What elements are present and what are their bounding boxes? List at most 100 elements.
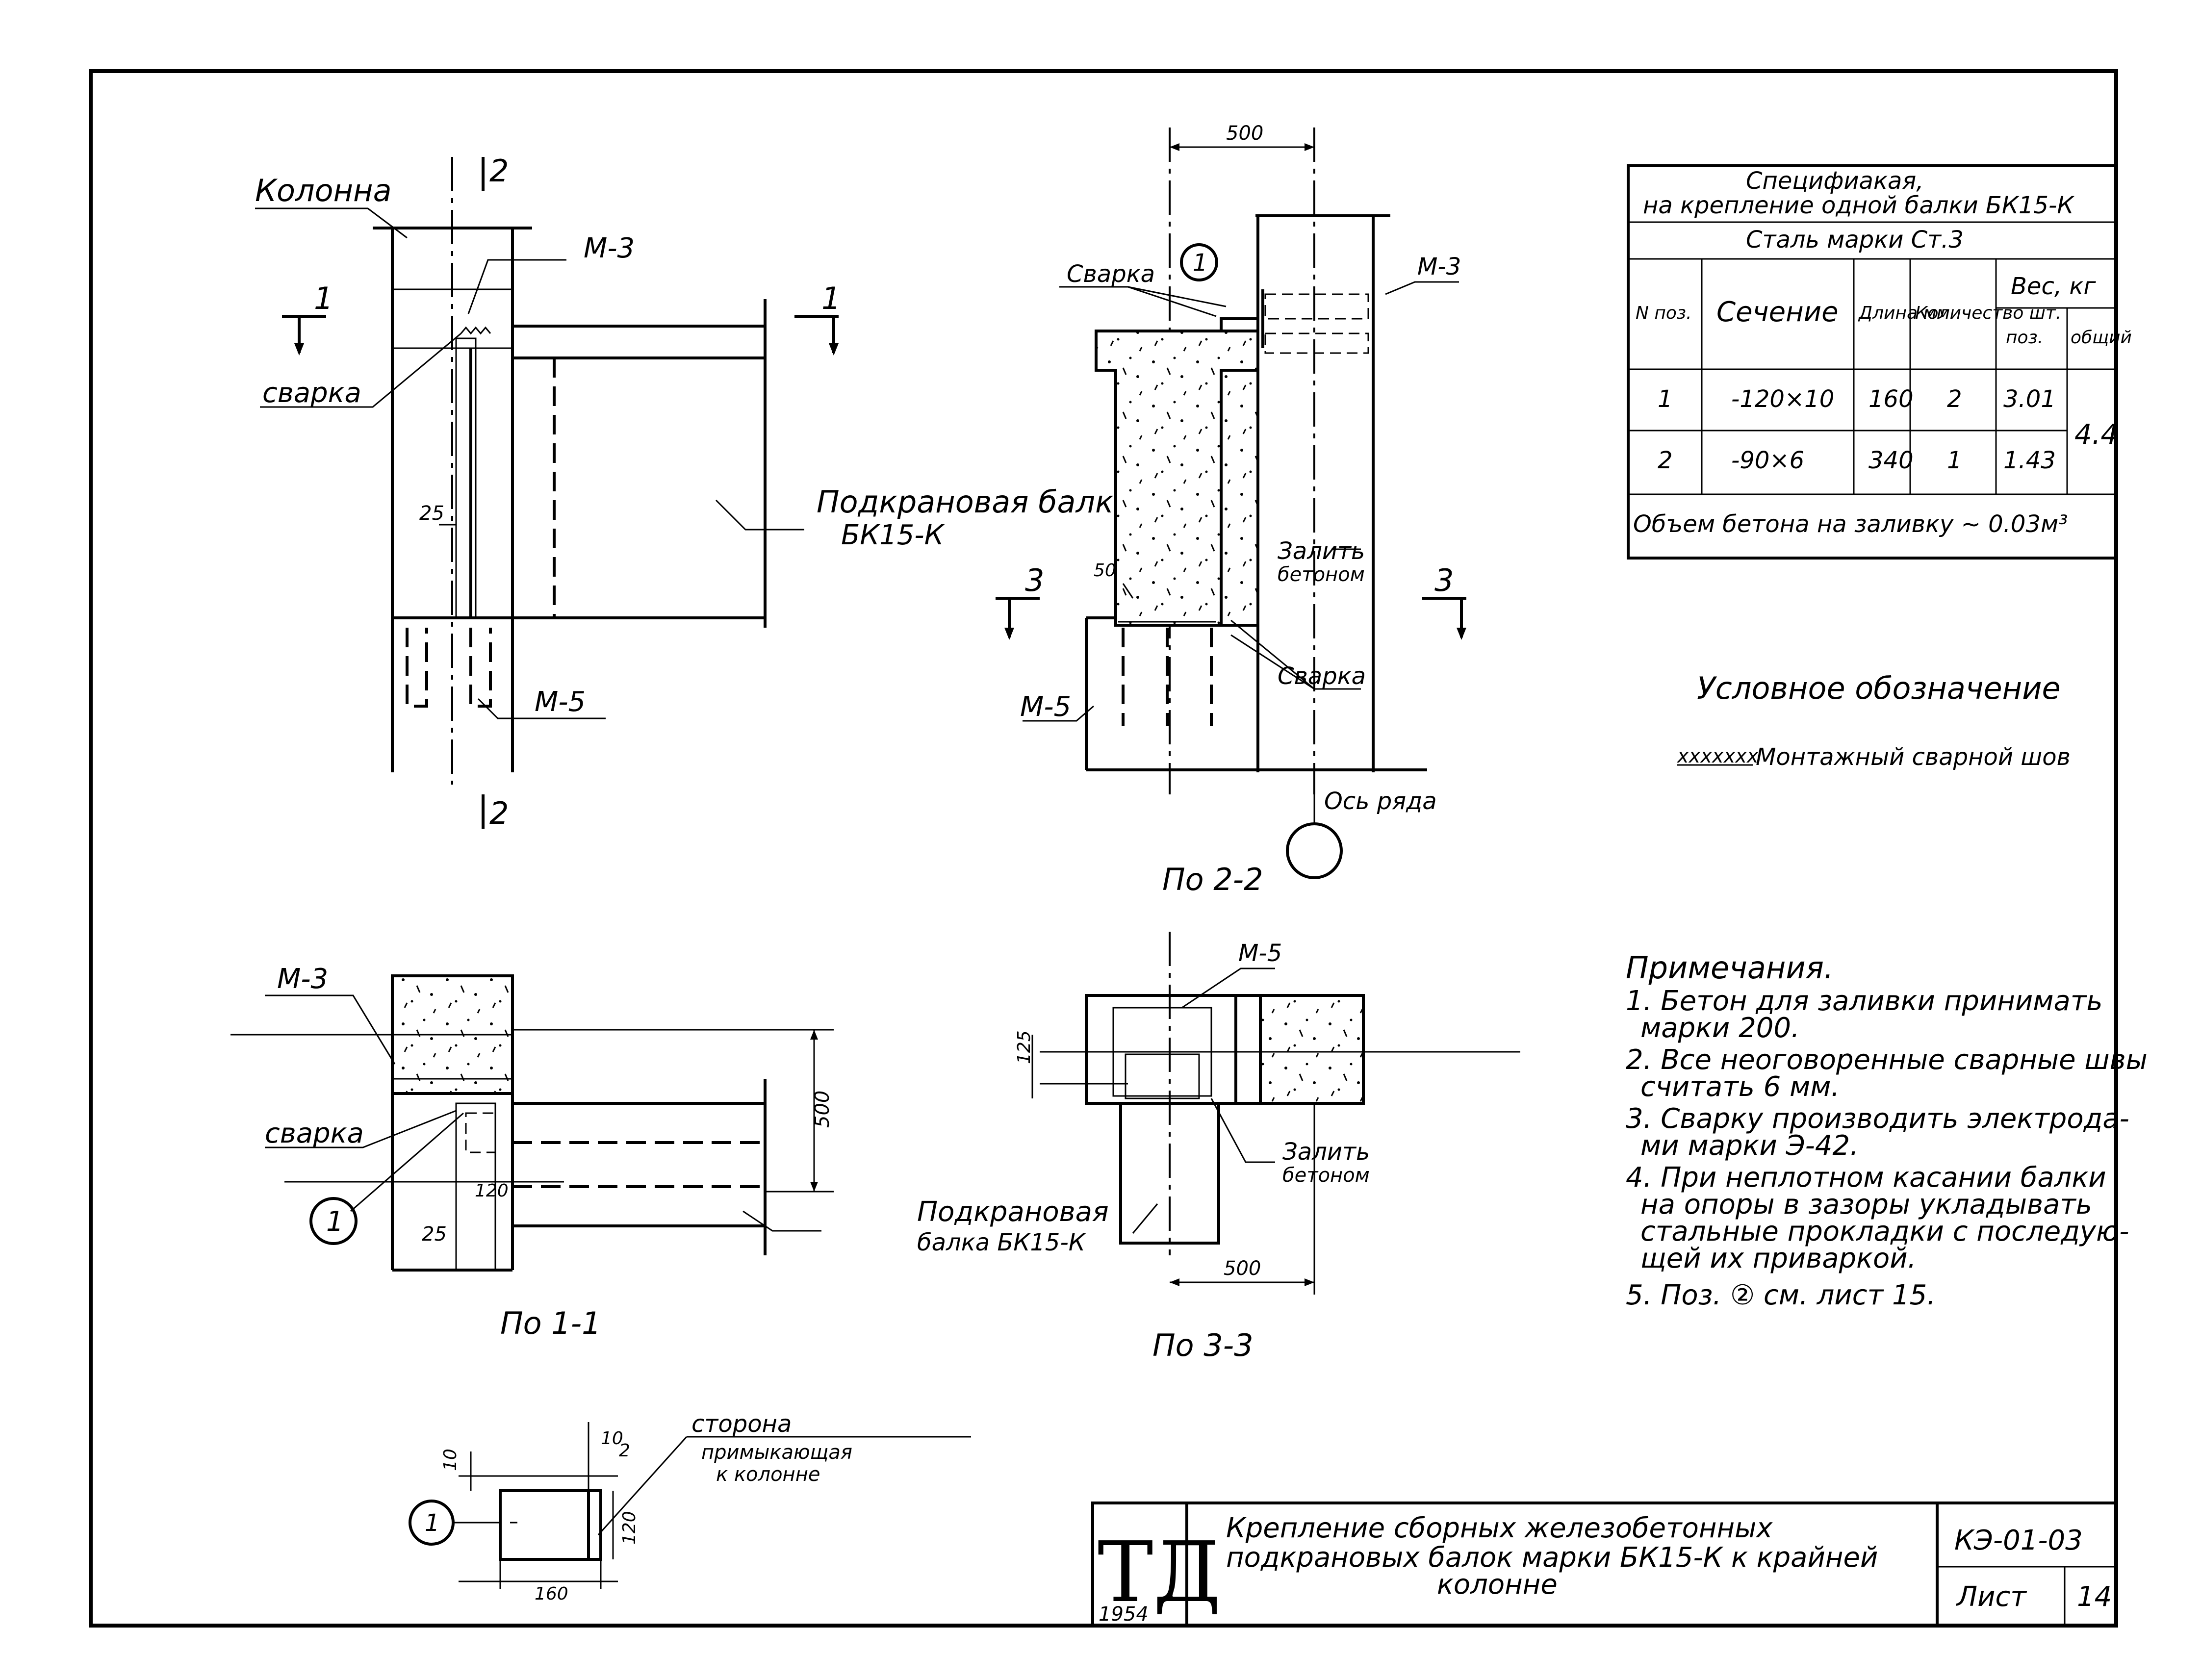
section22-caption: По 2-2: [1162, 862, 1263, 897]
spec-row2-section: -90×6: [1731, 447, 1804, 474]
notes-title: Примечания.: [1626, 950, 1834, 986]
title-line-1: Крепление сборных железобетонных: [1226, 1512, 1773, 1544]
section11-dim-500: 500: [811, 1091, 834, 1128]
section11-beam-label-line1: Подкрановая: [917, 1196, 1109, 1228]
plate-dim-160: 160: [535, 1584, 568, 1604]
section-1-1-view: [230, 974, 834, 1272]
spec-row1-pos: 1: [1658, 385, 1673, 413]
section22-position-1: 1: [1193, 249, 1208, 277]
drawing-code: КЭ-01-03: [1954, 1525, 2083, 1556]
plate-dim-2: 2: [619, 1441, 630, 1461]
crane-beam-label-line1: Подкрановая балка: [817, 484, 1132, 520]
section-mark-2-bottom: 2: [489, 795, 509, 831]
section22-weld-label-top: Сварка: [1067, 260, 1155, 288]
note-line-9: стальные прокладки с последую-: [1640, 1216, 2129, 1247]
spec-steel-grade: Сталь марки Ст.3: [1746, 226, 1964, 254]
spec-row2-pos: 2: [1658, 447, 1673, 474]
title-year: 1954: [1099, 1603, 1149, 1626]
spec-row2-length: 340: [1868, 447, 1914, 474]
spec-row2-qty: 1: [1947, 447, 1962, 474]
spec-header-weight-pos: поз.: [2006, 328, 2043, 348]
title-line-2: подкрановых балок марки БК15-К к крайней: [1226, 1542, 1878, 1574]
section33-fill-label-line2: бетоном: [1282, 1164, 1370, 1187]
plate-side-label-line3: к колонне: [716, 1463, 820, 1486]
elevation-view: [255, 157, 839, 829]
section33-fill-label-line1: Залить: [1282, 1138, 1370, 1166]
section33-dim-125: 125: [1014, 1030, 1034, 1064]
crane-beam-label-line2: БК15-К: [841, 519, 945, 551]
spec-title-line2: на крепление одной балки БК15-К: [1643, 192, 2074, 219]
spec-header-qty: Количество шт.: [1915, 303, 2061, 323]
note-line-5: 3. Сварку производить электрода-: [1626, 1103, 2129, 1135]
section33-caption: По 3-3: [1152, 1327, 1254, 1363]
section-2-2-view: [996, 127, 1466, 879]
spec-row2-weight: 1.43: [2003, 447, 2056, 474]
note-line-7: 4. При неплотном касании балки: [1626, 1162, 2106, 1194]
section22-fill-label-line1: Залить: [1278, 537, 1365, 565]
section33-dim-500: 500: [1224, 1257, 1261, 1280]
spec-title-line1: Специфиакая,: [1746, 167, 1923, 195]
note-line-3: 2. Все неоговоренные сварные швы: [1626, 1044, 2148, 1076]
section11-caption: По 1-1: [500, 1305, 601, 1341]
section-mark-1-left: 1: [314, 280, 333, 316]
section22-dim-50: 50: [1094, 560, 1116, 581]
section22-m3-label: М-3: [1417, 253, 1461, 280]
anchor-m5-label: М-5: [535, 686, 586, 718]
section11-position-1: 1: [326, 1206, 344, 1238]
column-label: Колонна: [255, 173, 392, 208]
note-line-6: ми марки Э-42.: [1640, 1130, 1859, 1162]
plate-dim-120: 120: [619, 1511, 640, 1545]
sheet-label: Лист: [1956, 1581, 2027, 1613]
sheet-number: 14: [2077, 1581, 2112, 1613]
spec-row1-weight: 3.01: [2003, 385, 2056, 413]
spec-header-length: Длина мм: [1858, 303, 1950, 323]
note-line-1: 1. Бетон для заливки принимать: [1626, 985, 2102, 1017]
plate-detail: [409, 1422, 971, 1589]
weld-label: сварка: [262, 377, 361, 409]
title-line-3: колонне: [1437, 1569, 1558, 1601]
section33-m5-label: М-5: [1238, 940, 1282, 967]
section11-weld-label: сварка: [265, 1118, 364, 1149]
plate-position-1: 1: [425, 1509, 440, 1537]
plate-dim-10-left: 10: [440, 1449, 461, 1471]
section22-fill-label-line2: бетоном: [1278, 563, 1365, 586]
specification-table: [1627, 164, 2118, 560]
section22-mark-3-right: 3: [1434, 562, 1454, 598]
note-line-11: 5. Поз. ② см. лист 15.: [1626, 1279, 1936, 1311]
title-block: [1091, 1502, 2118, 1627]
section11-m3-label: М-3: [277, 963, 328, 995]
section11-dim-120: 120: [475, 1181, 509, 1201]
plate-side-label-line2: примыкающая: [701, 1441, 852, 1464]
spec-total-weight: 4.4: [2074, 419, 2118, 451]
legend-title: Условное обозначение: [1697, 670, 2061, 706]
section22-mark-3-left: 3: [1025, 562, 1044, 598]
note-line-2: марки 200.: [1640, 1012, 1800, 1044]
row-axis-label: Ось ряда: [1324, 788, 1437, 815]
section11-beam-label-line2: балка БК15-К: [917, 1229, 1086, 1256]
section22-dim-500: 500: [1226, 122, 1263, 145]
note-line-10: щей их приваркой.: [1640, 1243, 1916, 1274]
spec-header-weight-total: общий: [2071, 328, 2132, 348]
spec-row1-qty: 2: [1947, 385, 1962, 413]
embedded-plate-m3-label: М-3: [584, 232, 635, 264]
spec-row1-section: -120×10: [1731, 385, 1834, 413]
legend-text: Монтажный сварной шов: [1756, 743, 2071, 771]
section22-m5-label: М-5: [1020, 691, 1071, 723]
plate-dim-10-top: 10: [601, 1428, 623, 1449]
section-3-3-view: [1031, 932, 1520, 1295]
section11-dim-25: 25: [422, 1223, 447, 1246]
spec-header-pos: N поз.: [1636, 303, 1692, 323]
spec-header-section: Сечение: [1716, 296, 1839, 328]
spec-header-weight: Вес, кг: [2011, 273, 2096, 300]
section-mark-1-right: 1: [821, 280, 841, 316]
section22-weld-label-bottom: Сварка: [1278, 662, 1366, 690]
logo-td: ТД: [1098, 1524, 1221, 1621]
plate-side-label-line1: сторона: [691, 1410, 792, 1438]
spec-row1-length: 160: [1868, 385, 1914, 413]
gap-dimension: 25: [419, 502, 444, 525]
section-mark-2-top: 2: [489, 153, 509, 189]
spec-concrete-volume: Объем бетона на заливку ~ 0.03м³: [1633, 510, 2068, 538]
legend-symbol: xxxxxxx: [1676, 745, 1759, 767]
note-line-8: на опоры в зазоры укладывать: [1640, 1189, 2092, 1221]
